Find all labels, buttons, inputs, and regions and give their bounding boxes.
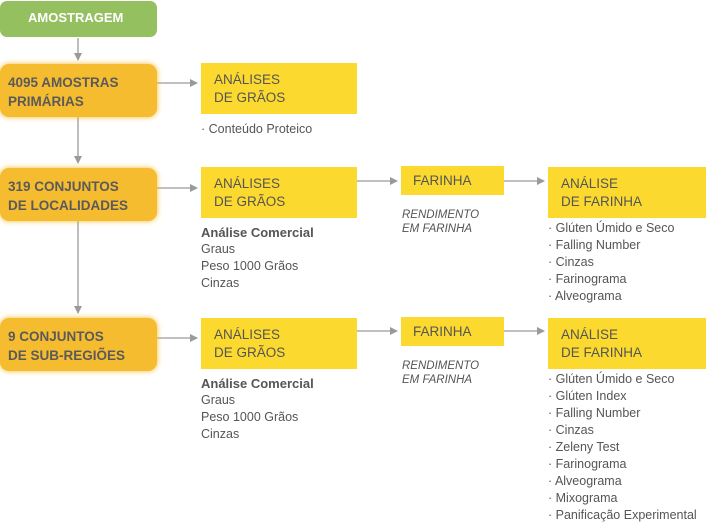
list-item: · Farinograma <box>548 457 627 471</box>
list-item: Graus <box>201 242 236 256</box>
grain-analysis-box-row2-line1: ANÁLISES <box>214 176 281 191</box>
list-item: · Conteúdo Proteico <box>201 122 313 136</box>
list-item: · Glúten Úmido e Seco <box>548 372 675 386</box>
list-item: Graus <box>201 393 236 407</box>
flour-analysis-list-row2: · Glúten Úmido e Seco · Falling Number ·… <box>548 220 674 305</box>
flour-analysis-list-row3: · Glúten Úmido e Seco · Glúten Index · F… <box>548 371 697 524</box>
sampling-root-label: AMOSTRAGEM <box>28 10 124 25</box>
yield-label-row2-line1: RENDIMENTO <box>402 209 480 221</box>
list-item: · Glúten Úmido e Seco <box>548 221 675 235</box>
grain-analysis-box-row2: ANÁLISES DE GRÃOS <box>201 167 357 218</box>
grain-analysis-box-row3: ANÁLISES DE GRÃOS <box>201 318 357 369</box>
flour-box-row2: FARINHA <box>401 166 504 195</box>
grain-analysis-list-row3: Análise Comercial Graus Peso 1000 Grãos … <box>201 375 314 443</box>
grain-analysis-list-row2: Análise Comercial Graus Peso 1000 Grãos … <box>201 224 314 292</box>
list-item: · Farinograma <box>548 272 627 286</box>
list-item: · Alveograma <box>548 474 622 488</box>
stage-locality-sets-line1: 319 CONJUNTOS <box>8 179 119 194</box>
sampling-root-box: AMOSTRAGEM <box>0 1 157 37</box>
yield-label-row2: RENDIMENTO EM FARINHA <box>402 208 479 236</box>
flour-analysis-box-row3-line1: ANÁLISE <box>561 327 619 342</box>
list-item: Peso 1000 Grãos <box>201 259 299 273</box>
flour-box-row3: FARINHA <box>401 317 504 346</box>
list-item: Cinzas <box>201 276 240 290</box>
flour-analysis-box-row3: ANÁLISE DE FARINHA <box>548 318 706 369</box>
list-item: Peso 1000 Grãos <box>201 410 299 424</box>
flour-analysis-box-row2: ANÁLISE DE FARINHA <box>548 167 706 218</box>
yield-label-row2-line2: EM FARINHA <box>402 223 473 235</box>
yield-label-row3-line2: EM FARINHA <box>402 374 473 386</box>
stage-primary-samples-line2: PRIMÁRIAS <box>8 94 84 109</box>
list-heading: Análise Comercial <box>201 376 314 391</box>
list-item: · Cinzas <box>548 423 594 437</box>
stage-primary-samples-line1: 4095 AMOSTRAS <box>8 75 119 90</box>
grain-analysis-box-row3-line2: DE GRÃOS <box>214 345 286 360</box>
list-item: · Glúten Index <box>548 389 627 403</box>
flour-box-row3-label: FARINHA <box>413 324 472 339</box>
grain-analysis-list-row1: · Conteúdo Proteico <box>201 121 312 138</box>
flour-analysis-box-row2-line2: DE FARINHA <box>561 194 643 209</box>
list-item: · Alveograma <box>548 289 622 303</box>
grain-analysis-box-row3-line1: ANÁLISES <box>214 327 281 342</box>
grain-analysis-box-row1-line1: ANÁLISES <box>214 72 281 87</box>
list-item: · Falling Number <box>548 406 641 420</box>
list-item: Cinzas <box>201 427 240 441</box>
stage-subregion-sets-line2: DE SUB-REGIÕES <box>8 348 126 363</box>
list-item: · Falling Number <box>548 238 641 252</box>
grain-analysis-box-row2-line2: DE GRÃOS <box>214 194 286 209</box>
yield-label-row3: RENDIMENTO EM FARINHA <box>402 359 479 387</box>
stage-locality-sets-line2: DE LOCALIDADES <box>8 198 129 213</box>
flour-box-row2-label: FARINHA <box>413 173 472 188</box>
grain-analysis-box-row1: ANÁLISES DE GRÃOS <box>201 63 357 114</box>
grain-analysis-box-row1-line2: DE GRÃOS <box>214 90 286 105</box>
stage-subregion-sets: 9 CONJUNTOS DE SUB-REGIÕES <box>0 318 157 371</box>
flour-analysis-box-row3-line2: DE FARINHA <box>561 345 643 360</box>
list-item: · Panificação Experimental <box>548 508 697 522</box>
yield-label-row3-line1: RENDIMENTO <box>402 360 480 372</box>
list-heading: Análise Comercial <box>201 225 314 240</box>
stage-locality-sets: 319 CONJUNTOS DE LOCALIDADES <box>0 168 157 221</box>
list-item: · Mixograma <box>548 491 618 505</box>
flour-analysis-box-row2-line1: ANÁLISE <box>561 176 619 191</box>
list-item: · Cinzas <box>548 255 594 269</box>
list-item: · Zeleny Test <box>548 440 620 454</box>
stage-subregion-sets-line1: 9 CONJUNTOS <box>8 329 104 344</box>
stage-primary-samples: 4095 AMOSTRAS PRIMÁRIAS <box>0 64 157 117</box>
